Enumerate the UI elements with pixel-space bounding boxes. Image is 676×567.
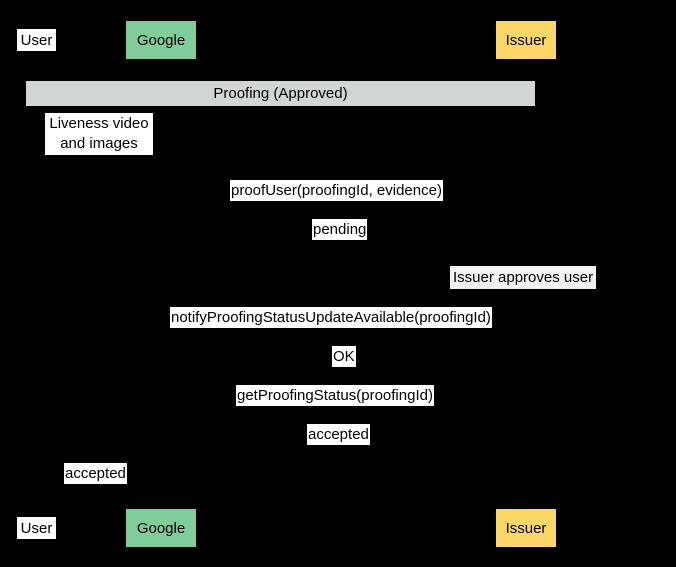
message-label-ok: OK (332, 346, 356, 367)
arrow-accepted-issuer-google (161, 446, 526, 447)
participant-google-bottom[interactable]: Google (126, 509, 196, 547)
participant-google-top[interactable]: Google (126, 21, 196, 59)
arrow-head-accepted-google-user (36, 482, 44, 490)
arrow-getstatus (161, 407, 526, 408)
message-label-getstatus: getProofingStatus(proofingId) (236, 385, 434, 406)
message-label-accepted-issuer-google-text: accepted (308, 426, 369, 443)
message-label-accepted-issuer-google: accepted (307, 424, 370, 445)
message-label-proofuser: proofUser(proofingId, evidence) (230, 180, 443, 201)
arrow-pending (161, 241, 526, 242)
participant-google-top-label: Google (136, 31, 186, 49)
participant-issuer-bottom-label: Issuer (505, 519, 547, 537)
arrow-head-getstatus (518, 404, 526, 412)
message-label-proofuser-text: proofUser(proofingId, evidence) (231, 182, 442, 199)
message-label-accepted-google-user-text: accepted (65, 465, 126, 482)
arrow-head-liveness (153, 151, 161, 159)
arrow-head-proofuser (518, 199, 526, 207)
message-label-notify-text: notifyProofingStatusUpdateAvailable(proo… (171, 309, 491, 326)
message-label-pending: pending (312, 219, 368, 240)
arrow-head-ok (518, 365, 526, 373)
participant-issuer-top-label: Issuer (505, 31, 547, 49)
participant-issuer-bottom[interactable]: Issuer (496, 509, 556, 547)
participant-user-bottom-label: User (20, 519, 53, 537)
message-label-liveness: Liveness video and images (45, 113, 153, 155)
message-label-issuer-approves-user-text: Issuer approves user (453, 269, 594, 286)
arrow-head-approves (526, 287, 534, 295)
fragment-proofing-approved: Proofing (Approved) (26, 81, 535, 106)
arrow-accepted-google-user (36, 485, 161, 486)
participant-user-bottom[interactable]: User (17, 517, 56, 539)
arrow-head-notify (161, 326, 169, 334)
message-label-pending-text: pending (313, 221, 367, 238)
arrow-ok (161, 368, 526, 369)
message-label-getstatus-text: getProofingStatus(proofingId) (237, 387, 433, 404)
message-label-accepted-google-user: accepted (64, 463, 127, 484)
message-label-liveness-line1: Liveness video (49, 115, 149, 132)
arrow-head-accepted-issuer-google (161, 443, 169, 451)
participant-user-top[interactable]: User (17, 29, 56, 51)
participant-google-bottom-label: Google (136, 519, 186, 537)
message-label-issuer-approves-user: Issuer approves user (450, 266, 597, 289)
fragment-label: Proofing (Approved) (213, 85, 348, 102)
message-label-ok-text: OK (333, 348, 355, 365)
participant-user-top-label: User (20, 31, 53, 49)
message-label-notify: notifyProofingStatusUpdateAvailable(proo… (170, 307, 492, 328)
arrow-notify (161, 329, 526, 330)
lifeline-google (161, 59, 162, 508)
arrow-head-pending (161, 238, 169, 246)
participant-issuer-top[interactable]: Issuer (496, 21, 556, 59)
message-label-liveness-line2: and images (60, 135, 138, 152)
arrow-approves-self (526, 290, 556, 291)
arrow-proofuser (161, 202, 526, 203)
lifeline-user (36, 59, 37, 508)
